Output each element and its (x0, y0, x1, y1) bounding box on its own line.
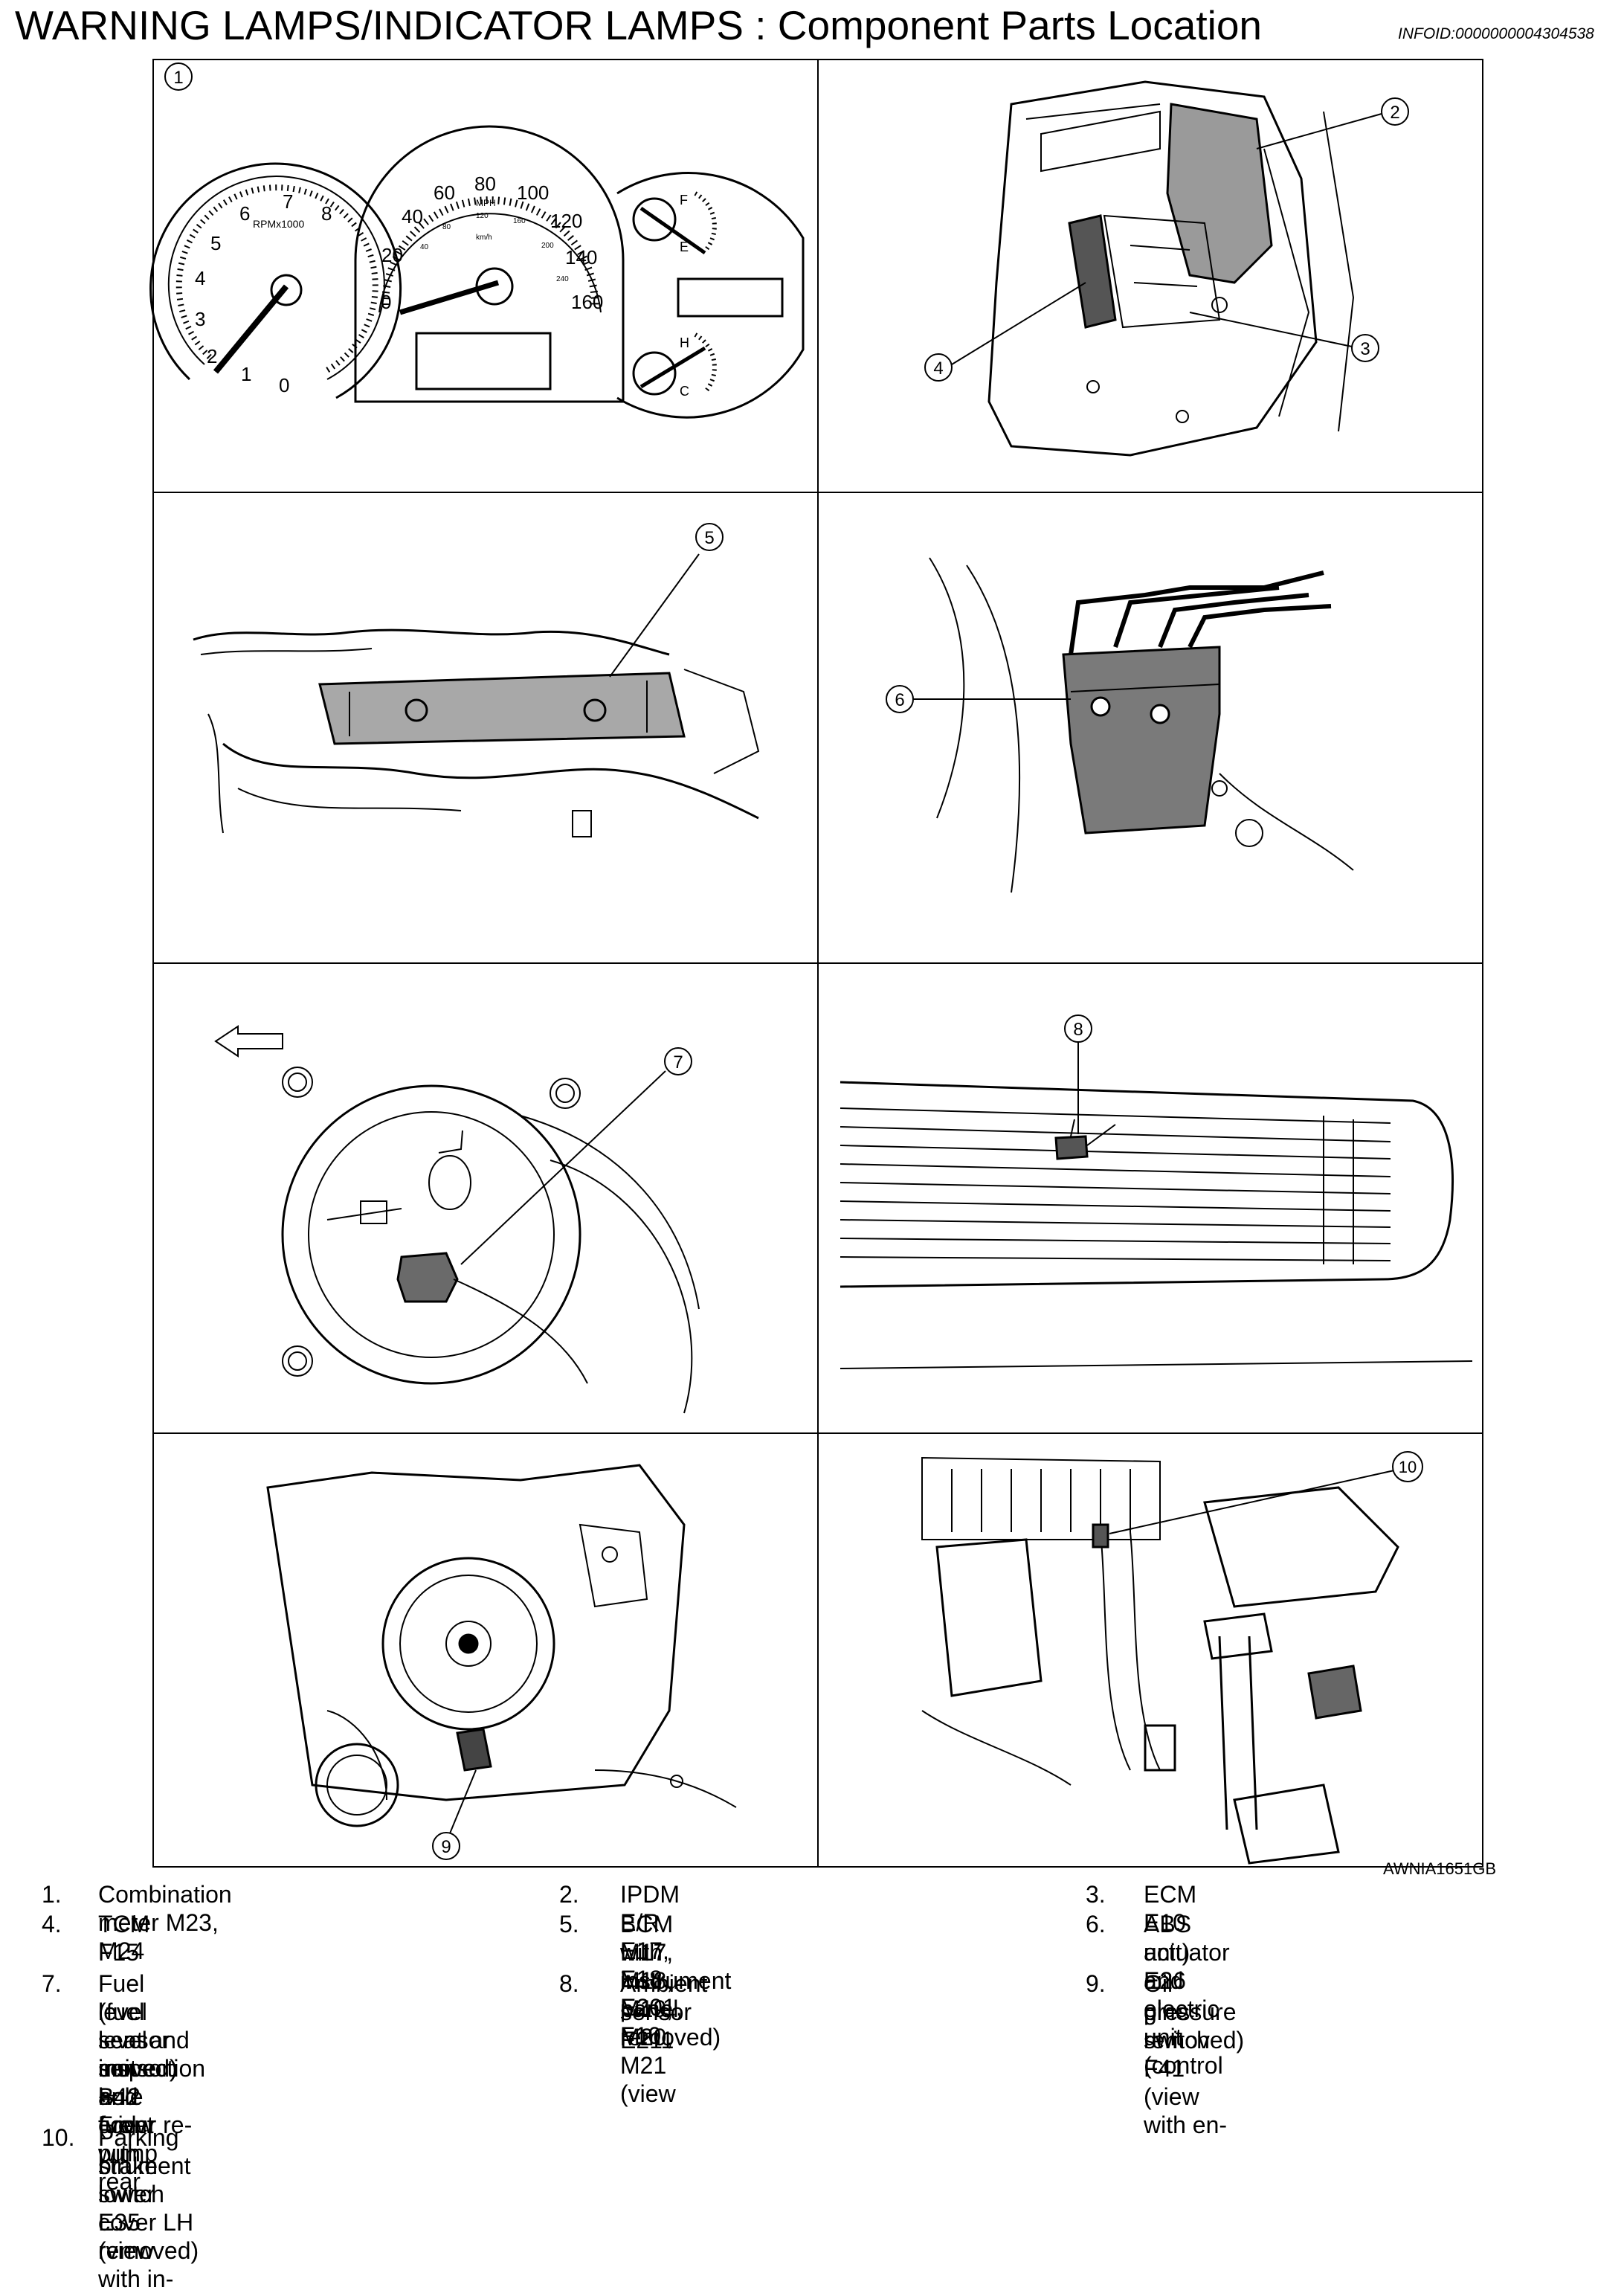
panel-bcm: 5 (193, 523, 760, 837)
panel-abs-actuator: 6 (886, 557, 1354, 893)
callout-6 (886, 685, 914, 713)
panel-engine-compartment: 2 3 4 (924, 80, 1409, 457)
svg-text:6: 6 (239, 202, 250, 225)
svg-text:8: 8 (1073, 1020, 1083, 1040)
svg-text:2: 2 (1390, 103, 1399, 123)
figure-code: AWNIA1651GB (1383, 1859, 1497, 1878)
callout-8 (1064, 1014, 1092, 1043)
svg-text:40: 40 (402, 205, 423, 228)
svg-text:C: C (680, 384, 689, 399)
svg-text:4: 4 (933, 358, 943, 379)
info-id: INFOID:0000000004304538 (1398, 25, 1594, 42)
panel-ambient-sensor: 8 (840, 1014, 1473, 1369)
ipdm-er (1166, 103, 1273, 284)
fuel-sensor-connector (396, 1252, 459, 1303)
abs-unit (1062, 646, 1221, 834)
svg-text:RPMx1000: RPMx1000 (253, 218, 304, 230)
ambient-sensor (1054, 1135, 1089, 1160)
parking-brake-switch (1092, 1523, 1109, 1549)
figure-grid (152, 59, 1483, 1868)
svg-text:6: 6 (895, 690, 904, 710)
front-note: ⇐: Front (98, 2083, 154, 2138)
svg-text:80: 80 (474, 173, 496, 195)
svg-text:200: 200 (541, 242, 554, 250)
tcm (1068, 214, 1117, 329)
svg-text:5: 5 (704, 528, 714, 548)
page-title: WARNING LAMPS/INDICATOR LAMPS : Componen… (15, 2, 1263, 48)
svg-text:20: 20 (381, 244, 403, 266)
panel-oil-pressure-switch: 9 (266, 1464, 737, 1860)
svg-text:1: 1 (173, 68, 183, 88)
svg-text:120: 120 (550, 210, 582, 232)
svg-text:160: 160 (513, 217, 526, 225)
svg-text:5: 5 (210, 232, 221, 254)
tachometer: 8 7 6 5 4 3 2 1 0 RPMx1000 (149, 162, 402, 399)
callout-9 (432, 1832, 460, 1860)
front-arrow-icon (214, 1025, 283, 1058)
panel-fuel-level-sensor: 7 (214, 1025, 700, 1414)
svg-text:40: 40 (420, 243, 429, 251)
svg-text:0: 0 (279, 374, 289, 396)
svg-text:E: E (680, 239, 689, 254)
callout-3 (1351, 334, 1379, 362)
callout-1 (164, 62, 193, 91)
speedometer: 0 20 40 60 80 100 120 140 160 MPH 40 80 … (354, 125, 625, 403)
svg-text:60: 60 (434, 181, 455, 204)
svg-text:km/h: km/h (476, 234, 492, 242)
panel-parking-brake-switch: 10 (921, 1451, 1423, 1865)
svg-text:7: 7 (283, 190, 293, 213)
callout-5 (695, 523, 724, 551)
callout-2 (1381, 97, 1409, 126)
svg-text:7: 7 (673, 1052, 683, 1072)
svg-text:1: 1 (241, 363, 251, 385)
svg-text:3: 3 (195, 308, 205, 330)
bcm-module (318, 672, 686, 745)
svg-text:120: 120 (476, 212, 489, 220)
svg-text:H: H (680, 335, 689, 350)
oil-pressure-switch (456, 1728, 492, 1772)
svg-text:4: 4 (195, 267, 205, 289)
callout-7 (664, 1047, 692, 1075)
component-location-figure: 1 8 7 6 5 4 3 2 1 0 RPMx1000 0 (149, 59, 1483, 1868)
svg-text:160: 160 (571, 291, 603, 313)
svg-text:9: 9 (441, 1837, 451, 1857)
svg-text:F: F (680, 193, 688, 208)
svg-text:100: 100 (517, 181, 549, 204)
svg-text:3: 3 (1360, 339, 1370, 359)
svg-text:MPH: MPH (476, 198, 496, 208)
svg-text:8: 8 (321, 202, 332, 225)
svg-text:80: 80 (442, 223, 451, 231)
svg-text:140: 140 (565, 246, 597, 268)
svg-text:10: 10 (1399, 1458, 1417, 1476)
fuel-temp-gauge: F E H C (616, 172, 805, 419)
svg-text:2: 2 (207, 345, 217, 367)
panel-combination-meter: 1 8 7 6 5 4 3 2 1 0 RPMx1000 0 (149, 62, 805, 419)
svg-text:0: 0 (381, 291, 391, 313)
ecm (1103, 214, 1221, 329)
callout-10 (1392, 1451, 1423, 1482)
svg-text:240: 240 (556, 275, 569, 283)
callout-4 (924, 353, 953, 382)
